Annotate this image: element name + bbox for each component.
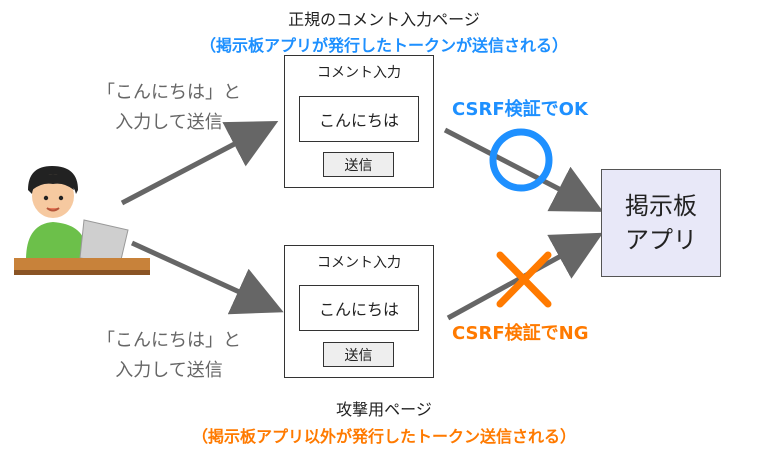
attack-comment-page: コメント入力 こんにちは 送信 (284, 245, 434, 378)
user-action-bottom-line2: 入力して送信 (115, 360, 223, 381)
user-action-bottom: 「こんにちは」と 入力して送信 (74, 326, 264, 386)
legit-comment-page: コメント入力 こんにちは 送信 (284, 55, 434, 188)
attack-page-note: （掲示板アプリ以外が発行したトークン送信される） (191, 427, 576, 446)
user-at-laptop-illustration (12, 160, 152, 280)
arrow-user-to-attack (130, 240, 284, 315)
arrow-legit-to-app (443, 127, 604, 212)
arrow-user-to-legit (120, 121, 279, 206)
legit-page-heading: コメント入力 (317, 65, 401, 81)
user-action-top: 「こんにちは」と 入力して送信 (74, 78, 264, 138)
app-label-line1: 掲示板 (625, 192, 697, 220)
bulletin-board-app: 掲示板 アプリ (601, 169, 721, 277)
attack-send-button[interactable]: 送信 (323, 342, 394, 367)
user-action-bottom-line1: 「こんにちは」と (97, 330, 241, 351)
legit-page-title-label: 正規のコメント入力ページ (288, 10, 480, 29)
ng-cross-icon (496, 251, 552, 308)
legit-send-button[interactable]: 送信 (323, 152, 394, 177)
csrf-ok-label: CSRF検証でOK (452, 99, 588, 120)
attack-comment-input[interactable]: こんにちは (299, 285, 419, 331)
attack-page-heading: コメント入力 (317, 255, 401, 271)
legit-comment-input[interactable]: こんにちは (299, 96, 419, 142)
app-label-line2: アプリ (625, 226, 697, 254)
ok-circle-icon (489, 128, 553, 192)
user-action-top-line2: 入力して送信 (115, 112, 223, 133)
csrf-ng-label: CSRF検証でNG (452, 323, 589, 344)
legit-page-note: （掲示板アプリが発行したトークンが送信される） (199, 36, 568, 55)
user-action-top-line1: 「こんにちは」と (97, 82, 241, 103)
attack-page-title-label: 攻撃用ページ (336, 400, 432, 419)
